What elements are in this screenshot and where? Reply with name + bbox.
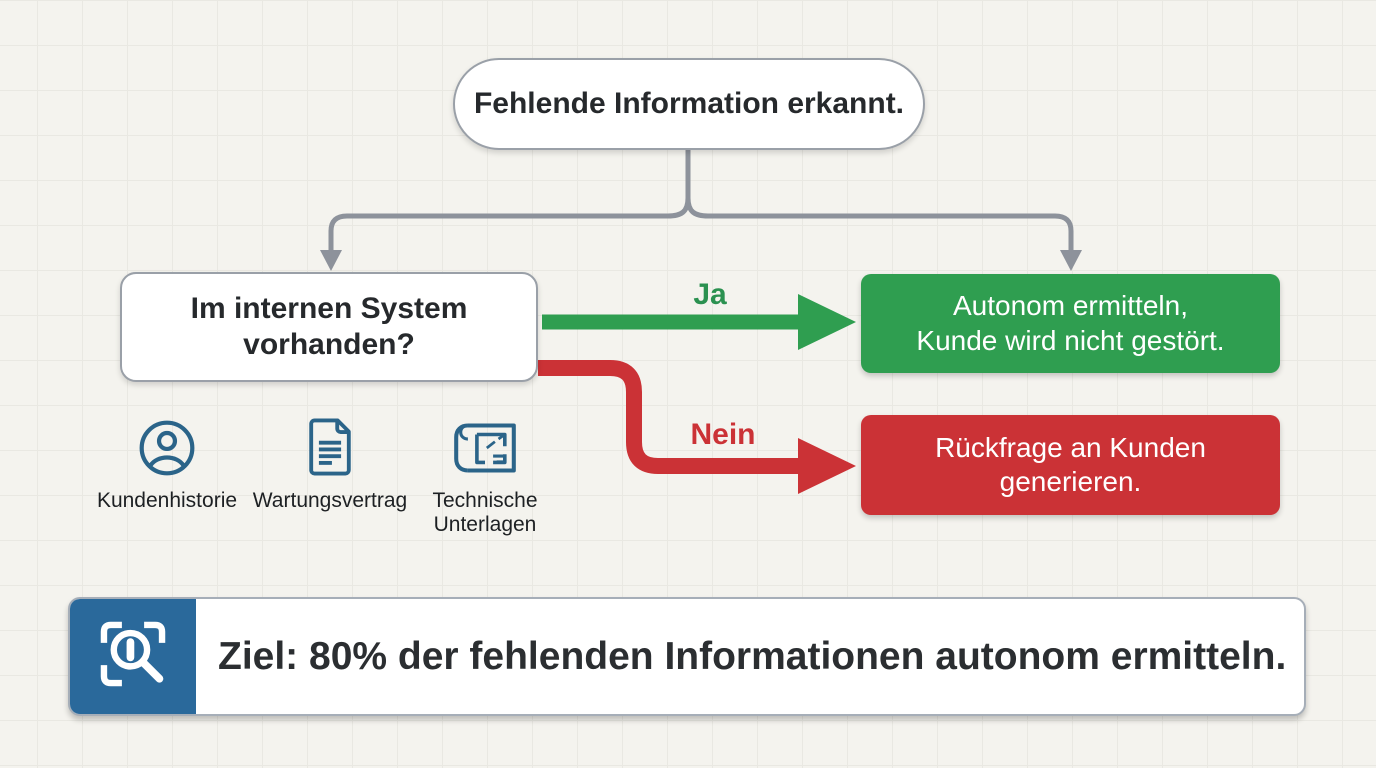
user-circle-icon: [137, 414, 197, 478]
decision-node: Im internen System vorhanden?: [120, 272, 538, 382]
source-item-kundenhistorie: Kundenhistorie: [82, 414, 252, 513]
source-label: Wartungsvertrag: [252, 489, 408, 512]
no-outcome-node: Rückfrage an Kunden generieren.: [861, 415, 1280, 515]
no-arrowhead: [798, 438, 856, 494]
goal-banner: Ziel: 80% der fehlenden Informationen au…: [68, 597, 1306, 716]
goal-icon-box: [70, 599, 196, 714]
no-arrow-shaft: [538, 360, 800, 474]
blueprint-icon: [449, 414, 521, 478]
source-label: Kundenhistorie: [96, 489, 238, 512]
goal-text: Ziel: 80% der fehlenden Informationen au…: [218, 634, 1287, 678]
yes-branch-label: Ja: [693, 278, 727, 311]
branch-arrowhead-right: [1060, 250, 1082, 271]
source-label: Technische Unterlagen: [432, 489, 538, 537]
yes-outcome-node: Autonom ermitteln, Kunde wird nicht gest…: [861, 274, 1280, 373]
source-item-wartungsvertrag: Wartungsvertrag: [245, 414, 415, 513]
no-branch-label: Nein: [690, 418, 756, 451]
document-icon: [303, 414, 357, 478]
branch-connector: [328, 150, 1074, 252]
source-item-technische-unterlagen: Technische Unterlagen: [400, 414, 570, 537]
start-node: Fehlende Information erkannt.: [453, 58, 925, 150]
scan-search-icon: [92, 613, 174, 700]
branch-arrowhead-left: [320, 250, 342, 271]
yes-arrowhead: [798, 294, 856, 350]
